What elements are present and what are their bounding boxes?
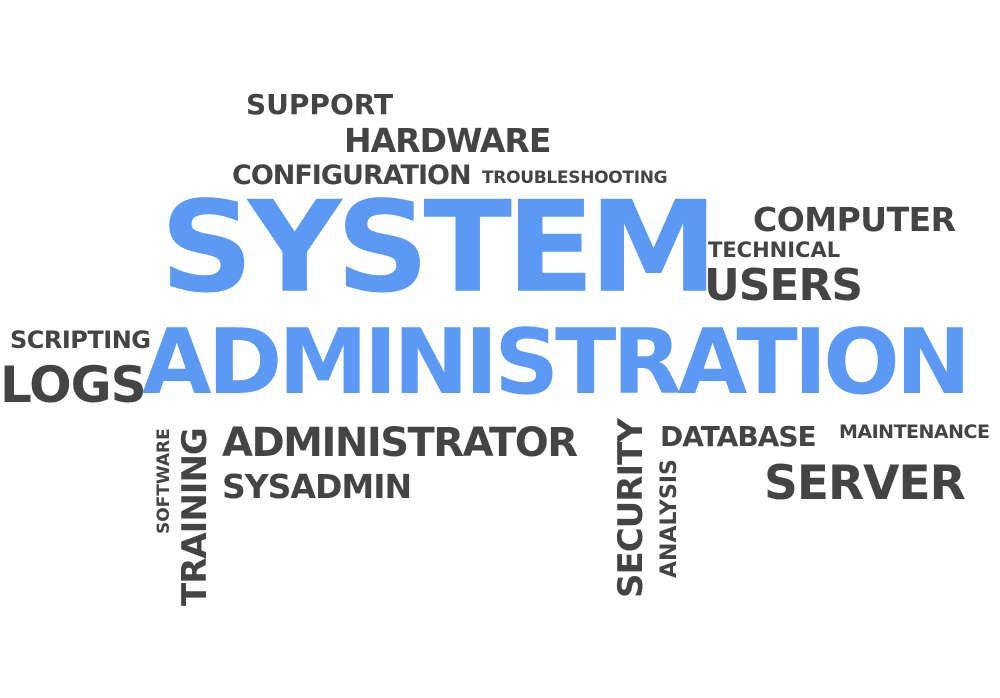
word-training: TRAINING bbox=[175, 428, 215, 606]
word-analysis: ANALYSIS bbox=[657, 459, 682, 578]
word-security: SECURITY bbox=[611, 419, 651, 598]
word-maintenance: MAINTENANCE bbox=[839, 421, 990, 443]
word-scripting: SCRIPTING bbox=[10, 326, 151, 354]
word-computer: COMPUTER bbox=[753, 200, 956, 239]
word-troubleshooting: TROUBLESHOOTING bbox=[482, 168, 668, 188]
word-server: SERVER bbox=[764, 456, 966, 511]
word-sysadmin: SYSADMIN bbox=[222, 467, 412, 506]
word-logs: LOGS bbox=[0, 356, 147, 414]
word-administrator: ADMINISTRATOR bbox=[222, 420, 578, 466]
word-system: SYSTEM bbox=[160, 173, 718, 321]
word-configuration: CONFIGURATION bbox=[232, 160, 472, 191]
word-technical: TECHNICAL bbox=[708, 238, 841, 262]
word-administration: ADMINISTRATION bbox=[142, 310, 971, 415]
word-hardware: HARDWARE bbox=[344, 121, 551, 160]
word-support: SUPPORT bbox=[246, 88, 394, 121]
word-users: USERS bbox=[704, 260, 863, 311]
word-database: DATABASE bbox=[660, 420, 817, 453]
word-software: SOFTWARE bbox=[154, 428, 174, 534]
